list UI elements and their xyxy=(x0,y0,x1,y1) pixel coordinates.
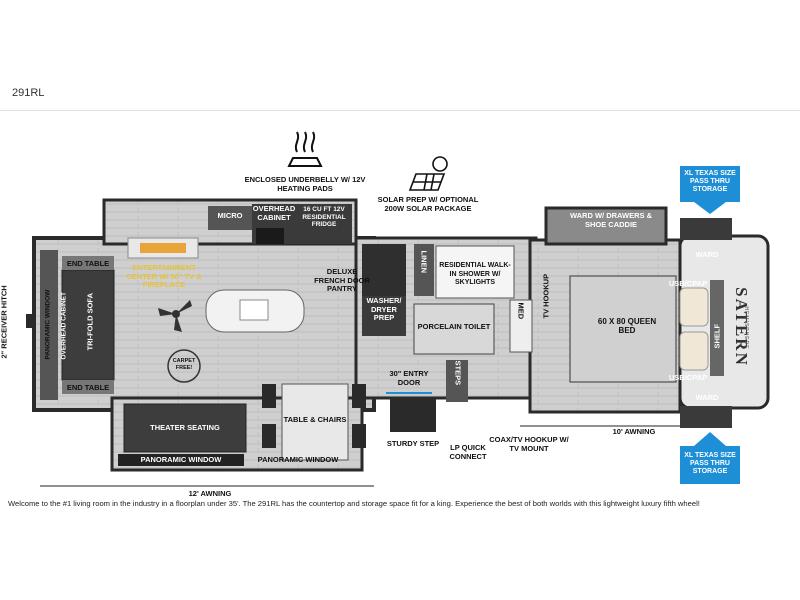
coax-label: COAX/TV HOOKUP W/ TV MOUNT xyxy=(489,435,569,453)
ward-bottom-label: WARD xyxy=(695,393,719,402)
xl-storage-bottom-label: XL TEXAS SIZE PASS THRU STORAGE xyxy=(684,452,736,475)
pano-window-bottom-left xyxy=(118,454,244,466)
stove xyxy=(256,228,284,244)
callout-arrow-bottom xyxy=(680,432,740,484)
wardrobe-slide xyxy=(544,206,668,246)
pantry xyxy=(362,244,406,304)
steps xyxy=(446,360,468,402)
end-table-top xyxy=(62,256,114,270)
toilet-room xyxy=(413,303,495,355)
solar-panel-icon xyxy=(408,156,448,191)
linen-label: LINEN xyxy=(419,250,429,274)
pillow-bottom xyxy=(679,331,709,371)
table-chairs-label: TABLE & CHAIRS xyxy=(283,415,347,424)
end-table-bottom xyxy=(62,380,114,394)
carpet-free-badge xyxy=(167,349,201,383)
fridge xyxy=(296,204,352,244)
shower xyxy=(435,245,515,299)
sturdy-step-label: STURDY STEP xyxy=(386,439,440,448)
receiver-hitch xyxy=(26,314,34,328)
sturdy-step xyxy=(390,398,436,432)
overhead-cabinet-left xyxy=(40,250,58,400)
linen xyxy=(414,244,434,296)
fireplace xyxy=(140,243,186,253)
fridge-label: 16 CU FT 12V RESIDENTIAL FRIDGE xyxy=(302,206,346,228)
brand-sub: HEMISPHERE xyxy=(743,306,749,350)
heating-pad-icon xyxy=(287,131,323,167)
shelf-label: SHELF xyxy=(712,323,722,349)
solar-label: SOLAR PREP W/ OPTIONAL 200W SOLAR PACKAG… xyxy=(377,195,479,213)
lp-quick-label: LP QUICK CONNECT xyxy=(449,443,487,461)
french-door-label: DELUXE FRENCH DOOR PANTRY xyxy=(314,267,370,293)
washer-dryer xyxy=(362,296,406,336)
brand-logo: SATERN HEMISPHERE xyxy=(728,255,754,395)
micro-label: MICRO xyxy=(217,211,243,220)
panoramic-window-left-label: PANORAMIC WINDOW xyxy=(44,289,52,360)
usb-top-label: USB/CPAP xyxy=(668,279,708,288)
ceiling-fan-icon xyxy=(158,300,192,332)
storage-bottom xyxy=(680,406,732,428)
shelf xyxy=(710,280,724,376)
end-table-top-label: END TABLE xyxy=(66,259,110,268)
table xyxy=(281,383,349,461)
ward-drawers-label: WARD W/ DRAWERS & SHOE CADDIE xyxy=(569,211,653,229)
bed-label: 60 X 80 QUEEN BED xyxy=(597,317,657,335)
med-cabinet xyxy=(509,299,533,353)
overhead-cabinet-left-label: OVERHEAD CABINET xyxy=(60,291,68,360)
model-name: 291RL xyxy=(12,87,45,99)
shower-label: RESIDENTIAL WALK-IN SHOWER W/ SKYLIGHTS xyxy=(439,262,511,286)
awning-10-label: 10' AWNING xyxy=(612,427,656,436)
theater-seating xyxy=(123,403,247,453)
tv-hookup-label: TV HOOKUP xyxy=(541,273,551,319)
theater-label: THEATER SEATING xyxy=(150,423,220,432)
callout-arrow-top xyxy=(680,166,740,214)
med-label: MED xyxy=(516,302,526,320)
chair-3 xyxy=(352,384,366,408)
chair-2 xyxy=(262,424,276,448)
sofa-label: TRI-FOLD SOFA xyxy=(85,293,95,351)
entertainment-label: ENTERTAINMENT CENTER W/ 50" TV & FIREPLA… xyxy=(126,263,202,289)
carpet-free-label: CARPET FREE! xyxy=(172,358,196,371)
ward-top-label: WARD xyxy=(695,250,719,259)
micro xyxy=(208,206,252,230)
toilet-label: PORCELAIN TOILET xyxy=(417,322,491,331)
receiver-hitch-label: 2" RECEIVER HITCH xyxy=(0,285,9,359)
underbelly-label: ENCLOSED UNDERBELLY W/ 12V HEATING PADS xyxy=(244,175,366,193)
queen-bed xyxy=(569,275,677,383)
tri-fold-sofa xyxy=(61,269,115,381)
chair-1 xyxy=(262,384,276,408)
storage-top xyxy=(680,218,732,240)
entry-door-label: 30" ENTRY DOOR xyxy=(389,369,429,387)
chair-4 xyxy=(352,424,366,448)
pano-bottom-right-label: PANORAMIC WINDOW xyxy=(257,455,339,464)
awning-12-label: 12' AWNING xyxy=(188,489,232,498)
pano-bottom-left-label: PANORAMIC WINDOW xyxy=(140,455,222,464)
pillow-top xyxy=(679,287,709,327)
sink xyxy=(239,299,269,321)
description-caption: Welcome to the #1 living room in the ind… xyxy=(8,499,700,508)
steps-label: STEPS xyxy=(453,360,463,386)
end-table-bottom-label: END TABLE xyxy=(66,383,110,392)
xl-storage-top-label: XL TEXAS SIZE PASS THRU STORAGE xyxy=(684,170,736,193)
washer-label: WASHER/ DRYER PREP xyxy=(366,296,402,322)
usb-bottom-label: USB/CPAP xyxy=(668,373,708,382)
overhead-cabinet-label: OVERHEAD CABINET xyxy=(252,204,296,222)
divider xyxy=(0,110,800,111)
